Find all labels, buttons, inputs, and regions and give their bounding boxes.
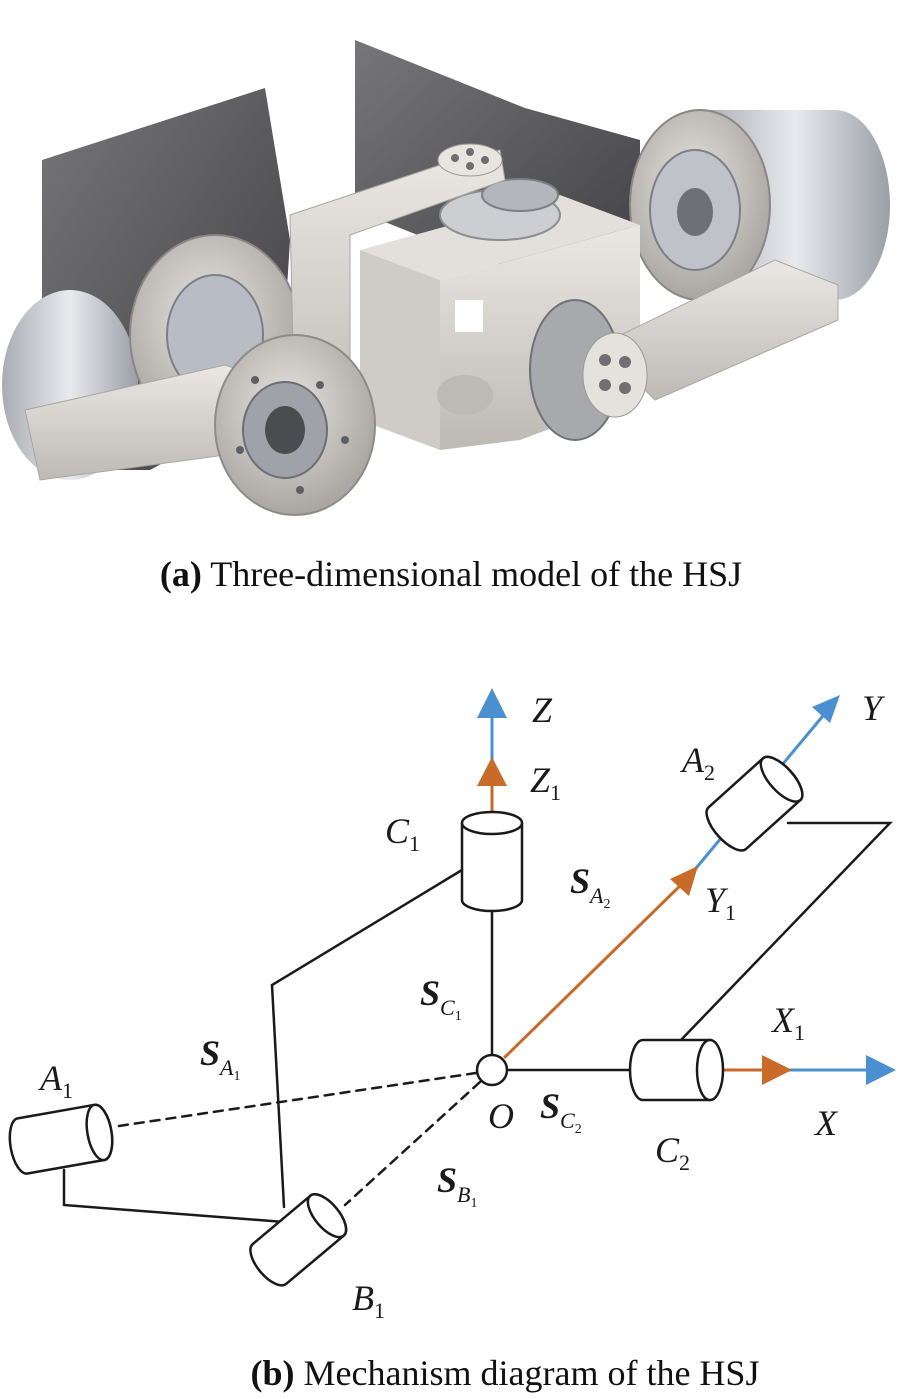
z-axis-arrowhead [477, 688, 507, 718]
label-origin: O [488, 1096, 514, 1136]
label-b1: B1 [352, 1278, 385, 1323]
diagram-labels: Z Z1 Y A2 C1 SA2 Y1 SC1 X1 SA1 A1 O SC2 … [38, 688, 886, 1323]
x1-axis-arrowhead [762, 1055, 792, 1085]
mechanism-diagram [8, 688, 896, 1287]
joint-c2-cylinder [628, 1038, 725, 1102]
label-a2: A2 [680, 740, 715, 785]
joint-b1-cylinder [249, 1193, 348, 1287]
label-y: Y [862, 688, 886, 728]
caption-a: (a) Three-dimensional model of the HSJ [160, 554, 742, 594]
label-a1: A1 [38, 1058, 73, 1103]
label-x: X [813, 1103, 839, 1143]
label-c1: C1 [385, 811, 420, 856]
label-z: Z [532, 690, 553, 730]
label-s-c2: SC2 [540, 1086, 582, 1137]
label-c2: C2 [655, 1130, 690, 1175]
joint-c1-cylinder [460, 810, 524, 913]
right-arm [599, 259, 839, 401]
caption-a-text: Three-dimensional model of the HSJ [202, 554, 742, 594]
dashed-o-b1 [343, 1080, 482, 1207]
caption-a-tag: (a) [160, 554, 202, 594]
link-a2-c2 [678, 821, 893, 1043]
center-cube-front [360, 250, 440, 450]
label-x1: X1 [770, 1000, 805, 1045]
link-c1-b1 [270, 868, 464, 1209]
caption-b-text: Mechanism diagram of the HSJ [295, 1353, 760, 1393]
caption-b: (b) Mechanism diagram of the HSJ [251, 1353, 760, 1393]
caption-b-tag: (b) [251, 1353, 295, 1393]
link-a1-b1 [62, 1168, 286, 1224]
dashed-o-a1 [110, 1071, 478, 1129]
y1-axis-arrowhead [670, 866, 698, 896]
joint-a2-cylinder [705, 755, 804, 852]
y1-axis [503, 876, 690, 1059]
x-axis-arrowhead [866, 1055, 896, 1085]
joint-a1-cylinder [8, 1103, 114, 1175]
origin-point [475, 1053, 509, 1087]
label-s-b1: SB1 [437, 1160, 477, 1211]
label-y1: Y1 [705, 880, 736, 925]
label-s-a1: SA1 [200, 1033, 240, 1084]
label-z1: Z1 [530, 760, 561, 805]
y-axis-arrowhead [812, 695, 840, 723]
label-s-c1: SC1 [420, 973, 462, 1024]
z1-axis-arrowhead [477, 757, 507, 786]
label-s-a2: SA2 [570, 861, 610, 912]
three-dimensional-model [2, 40, 890, 516]
